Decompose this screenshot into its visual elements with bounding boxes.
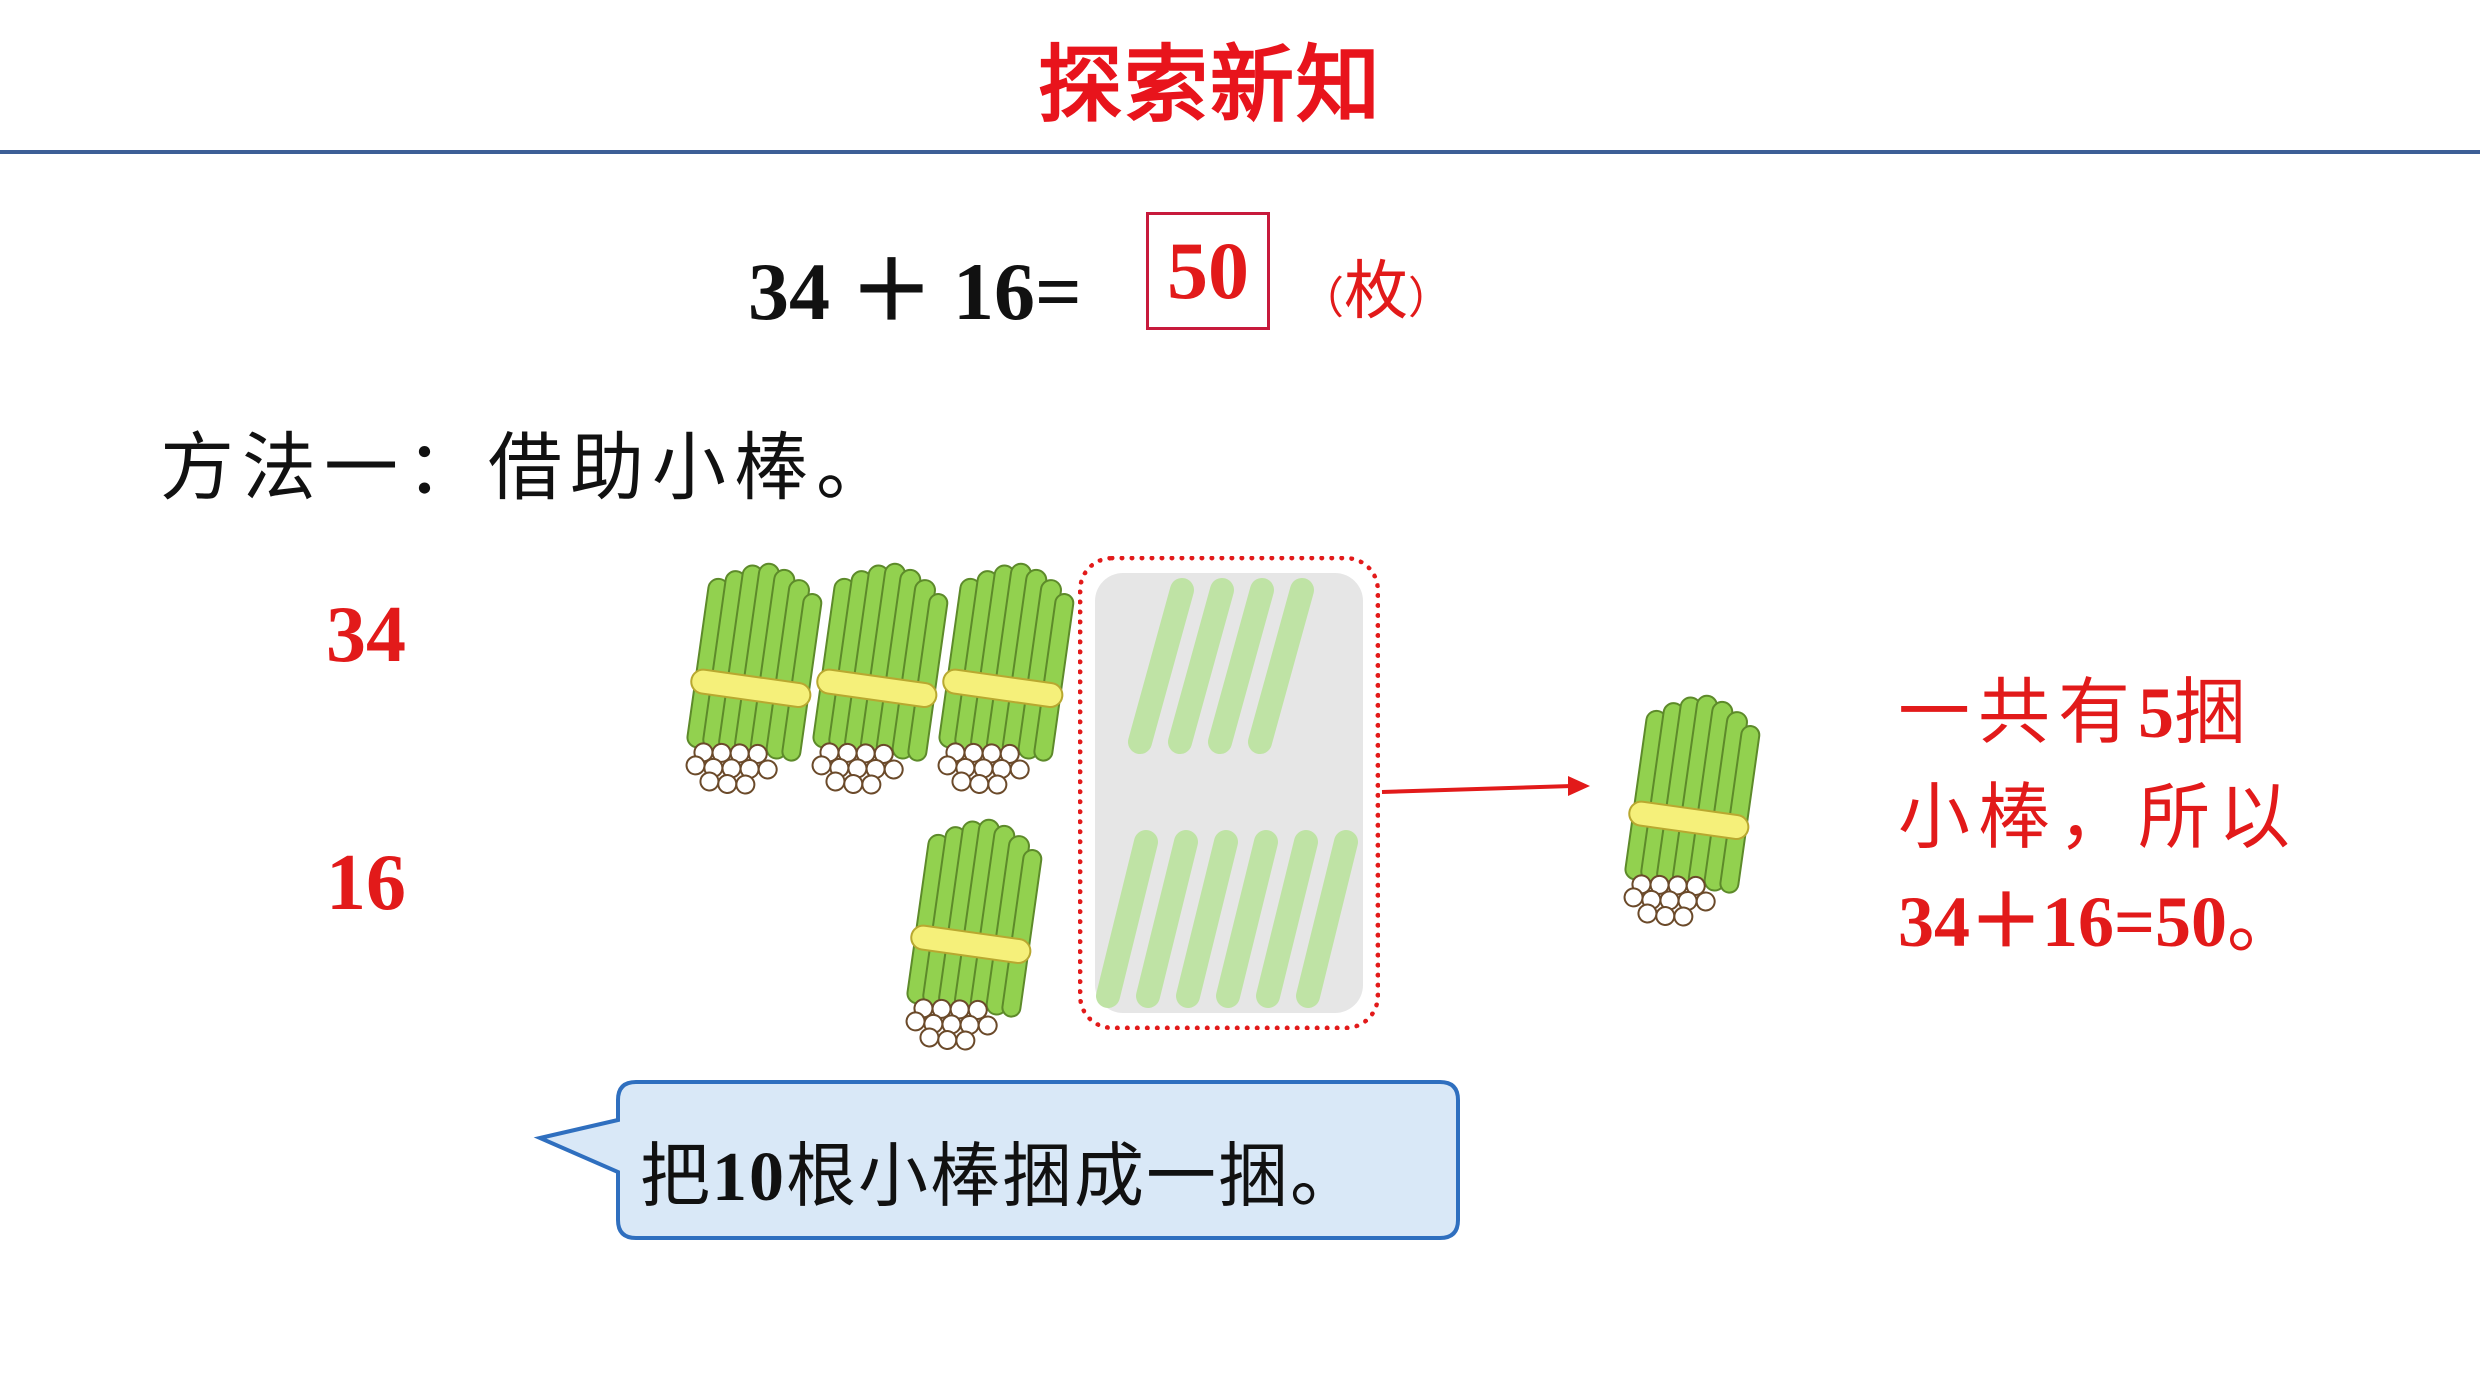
result-line-3-end: 。 — [2227, 879, 2308, 963]
result-line-3: 34＋16=50。 — [1898, 869, 2307, 974]
unit-label: （枚） — [1300, 240, 1452, 332]
number-34: 34 — [326, 591, 406, 679]
answer-box: 50 — [1146, 212, 1270, 330]
result-line-1-text: 一共有 — [1898, 670, 2139, 754]
callout-bubble — [533, 1080, 1460, 1240]
page-title: 探索新知 — [1037, 36, 1382, 134]
loose-sticks-top — [1128, 578, 1314, 754]
number-16: 16 — [326, 839, 406, 927]
bundle-34-1 — [675, 554, 829, 804]
callout-text-post: 根小棒捆成一捆。 — [786, 1135, 1362, 1217]
title-divider — [0, 150, 2480, 154]
equation-expression: 34 ＋ 16= — [748, 246, 1082, 337]
result-line-2: 小棒，所以 — [1898, 775, 2299, 859]
result-line-3-eq: 34＋16=50 — [1898, 882, 2228, 962]
bundle-result — [1613, 686, 1767, 936]
result-line-1: 一共有5捆 — [1898, 660, 2307, 765]
callout-text-num: 10 — [712, 1139, 786, 1216]
bundle-16 — [895, 810, 1049, 1060]
unit-text: 枚 — [1344, 255, 1408, 329]
bundle-34-2 — [801, 554, 955, 804]
method-one-label: 方法一：借助小棒。 — [160, 425, 898, 511]
bundle-34-3 — [927, 554, 1081, 804]
result-line-1-num: 5 — [2138, 673, 2175, 753]
loose-sticks-bottom — [1096, 830, 1358, 1008]
callout-text: 把10根小棒捆成一捆。 — [640, 1120, 1362, 1221]
unit-paren-close: ） — [1408, 273, 1452, 324]
result-text: 一共有5捆 小棒，所以 34＋16=50。 — [1898, 660, 2307, 974]
unit-paren-open: （ — [1300, 273, 1344, 324]
bundle-arrow — [1381, 776, 1590, 796]
result-line-1-end: 捆 — [2174, 670, 2255, 754]
callout-text-pre: 把 — [640, 1135, 712, 1217]
